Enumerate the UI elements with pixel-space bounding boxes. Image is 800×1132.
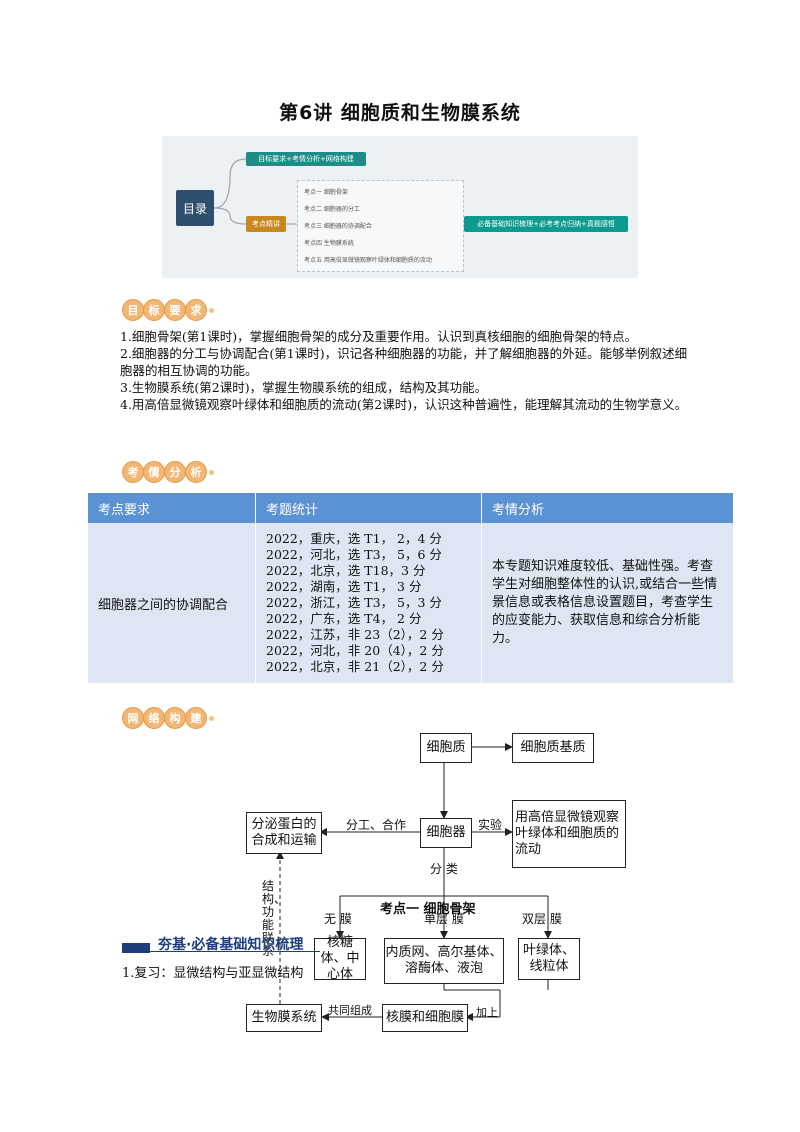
badge-dot <box>209 307 214 313</box>
table-header: 考情分析 <box>481 493 734 523</box>
mindmap-topic-item: 考点四 生物膜系统 <box>304 240 354 247</box>
topic-heading: 考点一 细胞骨架 <box>380 902 476 917</box>
flow-node-organelle: 细胞器 <box>420 818 472 848</box>
badge-char: 建 <box>185 707 207 729</box>
analysis-section-badge: 考 情 分 析 <box>122 460 214 484</box>
flow-node-double-membrane: 叶绿体、线粒体 <box>518 938 580 980</box>
stats-cell: 2022，重庆，选 T1， 2，4 分 2022，河北，选 T3， 5，6 分 … <box>255 523 482 683</box>
mindmap-topic-item: 考点三 细胞器的协调配合 <box>304 223 372 230</box>
badge-char: 构 <box>164 707 186 729</box>
flow-node-cytoplasm: 细胞质 <box>420 733 472 763</box>
review-line: 1.复习：显微结构与亚显微结构 <box>122 966 304 981</box>
mindmap-topic-list: 考点一 细胞骨架 考点二 细胞器的分工 考点三 细胞器的协调配合 考点四 生物膜… <box>297 180 464 272</box>
flow-node-no-membrane: 核糖体、中心体 <box>314 935 366 982</box>
banner-underline <box>150 951 320 952</box>
mindmap-summary: 必备基础知识梳理+必考考点归纳+真题感悟 <box>464 216 628 232</box>
goals-section-badge: 目 标 要 求 <box>122 298 214 322</box>
table-header-row: 考点要求 考题统计 考情分析 <box>88 493 734 523</box>
flow-label-double-membrane: 双层 膜 <box>522 912 562 926</box>
goal-item: 4.用高倍显微镜观察叶绿体和细胞质的流动(第2课时)，认识这种普遍性，能理解其流… <box>120 397 688 412</box>
goal-item: 3.生物膜系统(第2课时)，掌握生物膜系统的组成，结构及其功能。 <box>120 380 488 395</box>
flow-node-single-membrane: 内质网、高尔基体、溶酶体、液泡 <box>384 938 504 984</box>
mindmap-topic-item: 考点五 用高倍显微镜观察叶绿体和细胞质的流动 <box>304 257 432 264</box>
network-section-badge: 网 络 构 建 <box>122 706 214 730</box>
table-of-contents-mindmap: 目录 目标要求+考情分析+网络构建 考点精讲 考点一 细胞骨架 考点二 细胞器的… <box>162 136 638 278</box>
flow-label-structure-function: 结构、功能联系 <box>262 879 287 958</box>
goal-item: 2.细胞器的分工与协调配合(第1课时)，识记各种细胞器的功能，并了解细胞器的外延… <box>120 346 688 378</box>
flow-label-plus: 加上 <box>476 1006 498 1019</box>
banner-marker <box>122 943 150 953</box>
flow-node-observe: 用高倍显微镜观察叶绿体和细胞质的流动 <box>512 800 626 868</box>
mindmap-branch-goals: 目标要求+考情分析+网络构建 <box>246 152 366 166</box>
exam-analysis-table: 考点要求 考题统计 考情分析 细胞器之间的协调配合 2022，重庆，选 T1， … <box>88 493 734 683</box>
badge-char: 求 <box>185 299 207 321</box>
flow-node-membrane-system: 生物膜系统 <box>246 1004 322 1032</box>
flow-node-matrix: 细胞质基质 <box>512 733 594 763</box>
flow-label-compose: 共同组成 <box>328 1004 372 1017</box>
flow-label-no-membrane: 无 膜 <box>324 912 352 926</box>
table-header: 考题统计 <box>255 493 482 523</box>
goal-item: 1.细胞骨架(第1课时)，掌握细胞骨架的成分及重要作用。认识到真核细胞的细胞骨架… <box>120 329 638 344</box>
badge-char: 析 <box>185 461 207 483</box>
table-header: 考点要求 <box>88 493 256 523</box>
mindmap-topic-item: 考点一 细胞骨架 <box>304 189 348 196</box>
mindmap-topic-item: 考点二 细胞器的分工 <box>304 206 360 213</box>
badge-dot <box>209 715 214 721</box>
goals-list: 1.细胞骨架(第1课时)，掌握细胞骨架的成分及重要作用。认识到真核细胞的细胞骨架… <box>120 328 690 413</box>
flow-node-nuclear: 核膜和细胞膜 <box>382 1004 468 1032</box>
section-banner: 夯基·必备基础知识梳理 <box>158 937 304 953</box>
mindmap-branch-topics: 考点精讲 <box>246 216 286 232</box>
table-row: 细胞器之间的协调配合 2022，重庆，选 T1， 2，4 分 2022，河北，选… <box>88 523 734 683</box>
mindmap-root: 目录 <box>176 190 214 226</box>
analysis-cell: 本专题知识难度较低、基础性强。考查学生对细胞整体性的认识,或结合一些情景信息或表… <box>481 523 734 683</box>
page-title: 第6讲 细胞质和生物膜系统 <box>279 102 521 124</box>
requirement-cell: 细胞器之间的协调配合 <box>88 523 256 683</box>
badge-char: 要 <box>164 299 186 321</box>
flow-label-divide: 分工、合作 <box>346 818 407 832</box>
badge-dot <box>209 469 214 475</box>
flow-node-secretion: 分泌蛋白的合成和运输 <box>246 812 322 854</box>
flow-label-experiment: 实验 <box>478 818 503 832</box>
flow-label-classify: 分 类 <box>430 862 458 876</box>
flow-label-single-membrane: 单层 膜 <box>424 912 464 926</box>
